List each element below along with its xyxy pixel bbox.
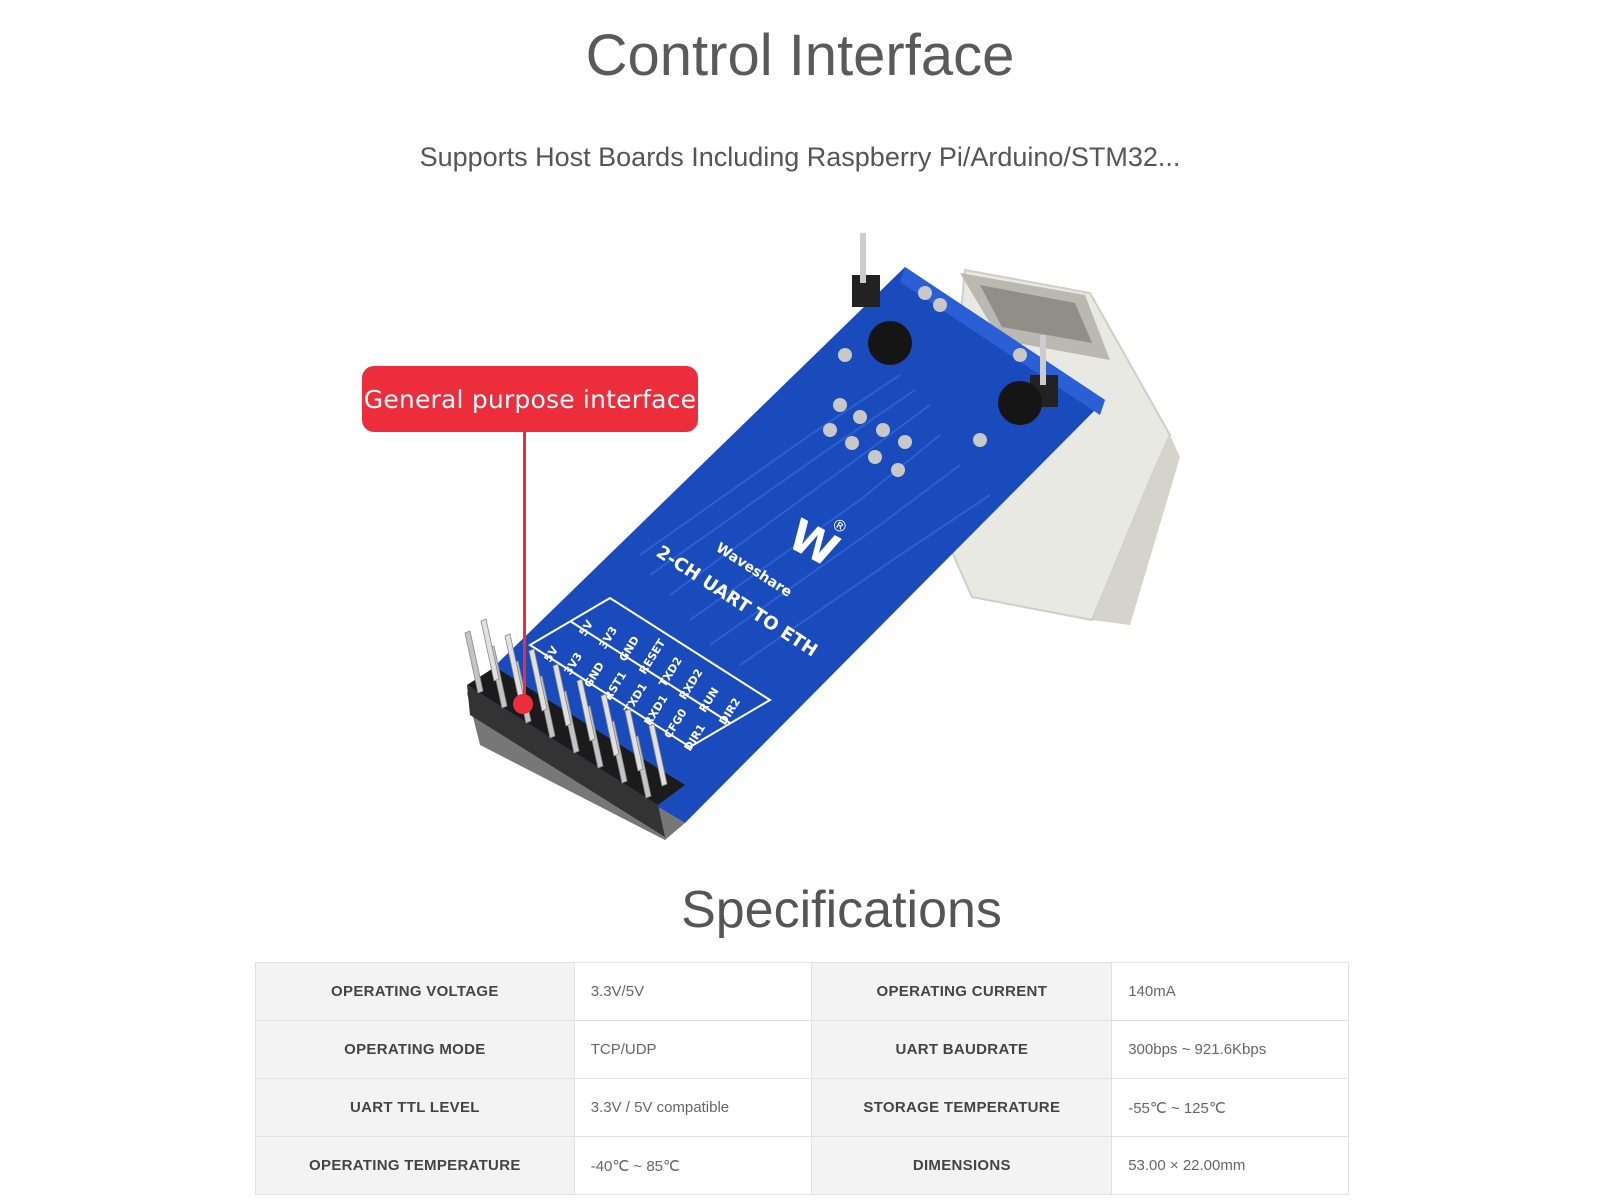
- svg-text:®: ®: [828, 514, 851, 538]
- spec-value: 3.3V/5V: [573, 962, 813, 1021]
- header-pin: [600, 693, 620, 757]
- spec-label: DIMENSIONS: [811, 1136, 1113, 1195]
- spec-value: 53.00 × 22.00mm: [1111, 1136, 1349, 1195]
- spec-label: OPERATING TEMPERATURE: [255, 1136, 575, 1195]
- spec-label: OPERATING CURRENT: [811, 962, 1113, 1021]
- spec-value: 300bps ~ 921.6Kbps: [1111, 1020, 1349, 1079]
- page-subtitle: Supports Host Boards Including Raspberry…: [419, 142, 1181, 172]
- specifications-title: Specifications: [681, 881, 1002, 939]
- header-pin: [464, 630, 484, 694]
- header-pin: [576, 678, 596, 742]
- spec-label: OPERATING VOLTAGE: [255, 962, 575, 1021]
- header-pin: [552, 663, 572, 727]
- spec-value: -40℃ ~ 85℃: [573, 1136, 813, 1195]
- page-title: Control Interface: [585, 23, 1015, 88]
- callout-badge: General purpose interface: [362, 366, 698, 432]
- spec-label: UART BAUDRATE: [811, 1020, 1113, 1079]
- header-pin: [624, 708, 644, 772]
- pin-header-silkscreen: [528, 596, 772, 749]
- spec-value: -55℃ ~ 125℃: [1111, 1078, 1349, 1137]
- pcb-board: [467, 267, 1105, 823]
- callout-line: [523, 432, 526, 700]
- callout-dot: [513, 694, 533, 714]
- spec-label: UART TTL LEVEL: [255, 1078, 575, 1137]
- spec-label: OPERATING MODE: [255, 1020, 575, 1079]
- spec-value: 140mA: [1111, 962, 1349, 1021]
- header-pin: [648, 723, 668, 787]
- header-pin: [480, 618, 500, 682]
- spec-label: STORAGE TEMPERATURE: [811, 1078, 1113, 1137]
- spec-value: TCP/UDP: [573, 1020, 813, 1079]
- spec-value: 3.3V / 5V compatible: [573, 1078, 813, 1137]
- components: [823, 233, 1058, 477]
- header-pin: [528, 648, 548, 712]
